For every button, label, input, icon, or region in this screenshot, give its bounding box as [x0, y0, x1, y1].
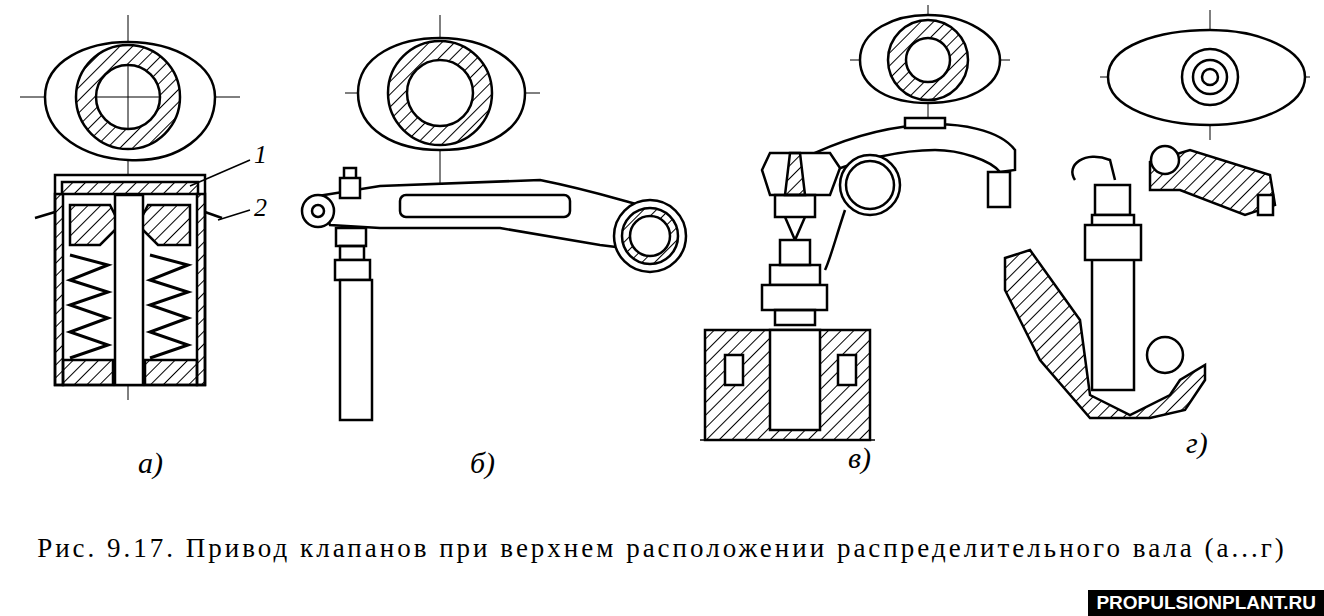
callout-number: 1	[254, 142, 267, 168]
figure-caption: Рис. 9.17. Привод клапанов при верхнем р…	[8, 530, 1316, 566]
variant-v	[700, 5, 1015, 440]
subfigure-label: б)	[470, 448, 495, 478]
variant-g	[1005, 10, 1310, 418]
variant-a	[20, 15, 250, 400]
watermark: PROPULSIONPLANT.RU	[1088, 590, 1324, 616]
variant-b	[302, 15, 686, 420]
subfigure-label: а)	[138, 448, 163, 478]
callout-number: 2	[254, 195, 267, 221]
subfigure-label: г)	[1186, 428, 1208, 458]
subfigure-label: в)	[848, 443, 871, 473]
